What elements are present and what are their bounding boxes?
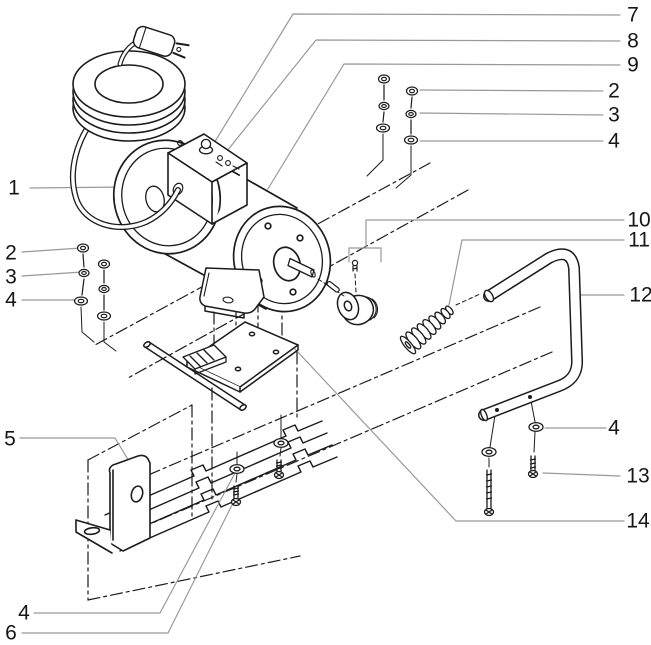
callout-14: 14 bbox=[626, 509, 650, 533]
washer-screw-hardware bbox=[229, 400, 544, 517]
fastener-stack bbox=[73, 243, 95, 343]
support-bracket bbox=[75, 454, 151, 554]
pulley bbox=[336, 291, 379, 326]
callout-11: 11 bbox=[628, 228, 650, 252]
callout-13: 13 bbox=[626, 464, 650, 488]
callout-5: 5 bbox=[4, 427, 16, 451]
callout-4-bottom-left: 4 bbox=[18, 601, 30, 625]
flat-washer bbox=[229, 463, 245, 475]
callout-8: 8 bbox=[627, 29, 639, 53]
strain-relief-axis bbox=[455, 293, 481, 306]
fastener-stack bbox=[395, 86, 419, 189]
screw bbox=[273, 459, 285, 480]
callout-6: 6 bbox=[5, 621, 17, 645]
callout-1: 1 bbox=[8, 176, 20, 200]
screw bbox=[483, 469, 495, 517]
terminal-plate bbox=[215, 155, 240, 170]
motor-mounting-foot bbox=[199, 267, 265, 319]
set-screw bbox=[351, 259, 359, 293]
screw bbox=[527, 455, 539, 479]
plate-hatched-bracket bbox=[182, 344, 227, 375]
power-switch bbox=[198, 138, 214, 155]
flat-washer bbox=[528, 421, 544, 433]
electric-motor bbox=[112, 139, 345, 319]
handle-tube bbox=[478, 248, 584, 422]
callout-4-bottom-right: 4 bbox=[608, 416, 620, 440]
callout-4-left: 4 bbox=[5, 288, 17, 312]
motor-control-box bbox=[167, 133, 248, 225]
callout-7: 7 bbox=[627, 3, 639, 27]
power-cord-coil bbox=[72, 50, 186, 142]
cord-strain-relief bbox=[399, 305, 454, 355]
callout-2-right: 2 bbox=[608, 79, 620, 103]
callout-4-right: 4 bbox=[608, 129, 620, 153]
flat-washer bbox=[481, 446, 497, 458]
callout-9: 9 bbox=[627, 53, 639, 77]
fastener-stacks bbox=[73, 74, 419, 352]
callout-10: 10 bbox=[627, 208, 651, 232]
shaft-key bbox=[326, 281, 340, 293]
power-cord bbox=[70, 113, 181, 231]
callout-12: 12 bbox=[629, 283, 651, 307]
power-plug bbox=[117, 25, 190, 67]
screw bbox=[230, 485, 242, 507]
callout-2-left: 2 bbox=[5, 241, 17, 265]
fastener-stack bbox=[366, 74, 391, 177]
mounting-plate bbox=[186, 321, 299, 393]
flat-washer bbox=[273, 437, 289, 449]
fastener-stack bbox=[96, 259, 117, 352]
callout-3-right: 3 bbox=[608, 103, 620, 127]
leader-lines bbox=[19, 13, 625, 634]
callout-3-left: 3 bbox=[5, 265, 17, 289]
frame-notched-rails bbox=[104, 420, 338, 552]
